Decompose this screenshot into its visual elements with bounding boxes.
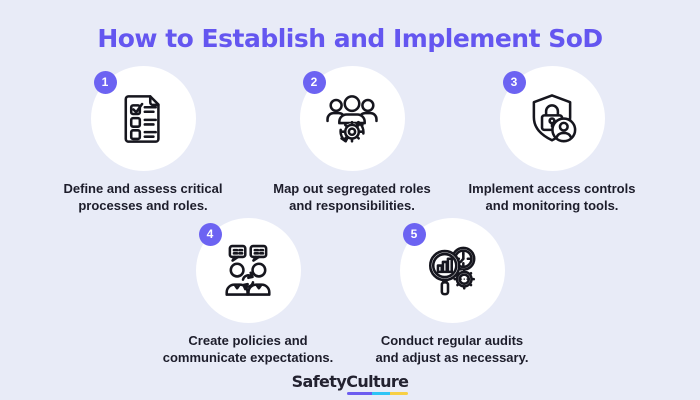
step-4-number-badge: 4 xyxy=(198,223,222,246)
team-gear-icon xyxy=(326,94,378,142)
step-1-icon-circle: 1 xyxy=(90,66,196,171)
step-4: 4 Create polici xyxy=(143,218,353,366)
checklist-icon xyxy=(124,94,160,143)
step-5-icon-circle: 5 xyxy=(399,218,505,323)
step-5-label: Conduct regular audits and adjust as nec… xyxy=(375,333,529,365)
step-2: 2 Map out segregated roles and re xyxy=(247,66,457,214)
step-2-icon-circle: 2 xyxy=(299,66,405,171)
step-1: 1 Define and assess critical processes a… xyxy=(38,66,248,214)
step-1-number-badge: 1 xyxy=(93,71,117,94)
logo-text-safety: Safety xyxy=(291,372,347,391)
step-5-number-badge: 5 xyxy=(402,223,426,246)
logo-underline-cyan xyxy=(371,392,391,395)
step-2-number-badge: 2 xyxy=(302,71,326,94)
logo-text-culture: Culture xyxy=(346,372,409,395)
audit-magnifier-icon xyxy=(428,246,476,295)
step-4-icon-circle: 4 xyxy=(195,218,301,323)
step-2-label: Map out segregated roles and responsibil… xyxy=(273,181,431,213)
people-communication-icon xyxy=(225,244,271,296)
step-3-icon-circle: 3 xyxy=(499,66,605,171)
step-5: 5 xyxy=(347,218,557,366)
logo-underline xyxy=(347,392,409,395)
step-1-label: Define and assess critical processes and… xyxy=(63,181,223,213)
step-3-label: Implement access controls and monitoring… xyxy=(468,181,636,213)
logo-underline-yellow xyxy=(390,392,409,395)
shield-lock-user-icon xyxy=(532,93,577,142)
step-3: 3 Implement access controls and monitori… xyxy=(447,66,657,214)
page-title: How to Establish and Implement SoD xyxy=(97,24,603,53)
step-3-number-badge: 3 xyxy=(502,71,526,94)
logo-underline-purple xyxy=(347,392,372,395)
step-4-label: Create policies and communicate expectat… xyxy=(162,333,334,365)
